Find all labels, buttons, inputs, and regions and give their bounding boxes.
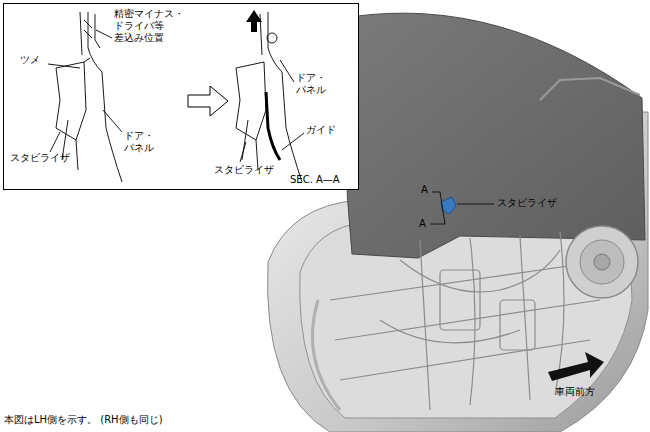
part-label: ツメ bbox=[20, 54, 40, 66]
section-letter: A bbox=[419, 218, 426, 230]
part-label: ドア・ パネル bbox=[124, 130, 154, 154]
section-label: SEC. A—A bbox=[290, 174, 340, 186]
section-inset bbox=[4, 4, 359, 190]
part-label: ガイド bbox=[306, 124, 336, 136]
part-label: ドア・ パネル bbox=[296, 72, 326, 96]
note-text: 本図はLH側を示す。 (RH側も同じ) bbox=[4, 414, 163, 426]
part-label: スタビライザ bbox=[214, 164, 274, 176]
door-illustration bbox=[268, 13, 648, 432]
part-label: スタビライザ bbox=[10, 152, 70, 164]
part-label: スタビライザ bbox=[497, 197, 557, 209]
part-label: 精密マイナス・ ドライバ等 差込み位置 bbox=[114, 8, 184, 44]
section-letter: A bbox=[421, 184, 428, 196]
direction-label: 車両前方 bbox=[555, 386, 595, 398]
